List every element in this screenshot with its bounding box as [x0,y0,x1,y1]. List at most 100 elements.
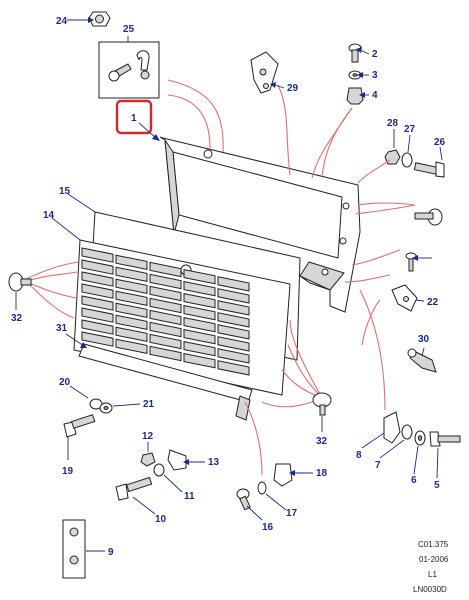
louvre-slat [81,307,114,323]
louvre-slat [81,247,114,263]
louvre-slat [217,288,250,304]
part-13-clip [167,449,187,471]
callout-32-right: 32 [316,436,328,447]
louvre-slat [149,309,182,326]
louvre-slat [183,340,216,357]
louvre-slat [81,271,114,287]
reference-code: C01.375 [418,540,449,549]
louvre-slat [149,345,182,362]
part-30-pin [407,348,437,373]
callout-29: 29 [287,83,299,94]
reference-block: C01.375 01-2006 L1 LN0030D [413,540,449,594]
callout-3: 3 [372,70,378,81]
callout-21: 21 [143,399,155,410]
callout-30: 30 [418,334,430,345]
callout-14: 14 [43,210,55,221]
part-17-washer [257,481,267,495]
red-leader-lines-grille [23,261,323,476]
louvre-slat [149,273,182,290]
louvre-slat [217,324,250,340]
callout-labels: 24 25 2 3 4 29 1 28 27 26 15 14 22 32 30… [11,16,446,558]
louvre-slat [81,259,114,275]
louvre-slat [115,302,148,319]
callout-2: 2 [372,49,378,60]
reference-date: 01-2006 [419,555,449,564]
part-1-grille-panel [159,136,361,313]
louvre-slat [81,295,114,311]
callout-24: 24 [56,16,68,27]
callout-10: 10 [155,514,167,525]
part-26-bolt [413,161,445,178]
highlight-box-part-1 [115,99,153,135]
louvre-slat [217,348,250,364]
part-9-plate [62,519,86,579]
louvre-slat [183,316,216,333]
part-4-clip-nut [346,87,364,105]
louvre-slat [183,268,216,285]
reference-id: LN0030D [413,585,447,594]
louvre-slat [183,328,216,345]
callout-4: 4 [372,90,378,101]
louvre-slat [81,319,114,335]
louvre-slat [217,336,250,352]
callout-25: 25 [123,24,135,35]
callout-5: 5 [434,480,440,491]
part-12-nut [140,452,156,467]
louvre-slat [115,278,148,295]
part-29-bracket [250,51,279,94]
louvre-slat [217,360,250,376]
callout-17: 17 [286,508,298,519]
callout-22: 22 [427,297,439,308]
louvre-slat [217,312,250,328]
louvre-slat [149,261,182,278]
grille-louvres [81,247,250,376]
part-11-washer [153,463,165,477]
callout-8: 8 [356,450,362,461]
part-7-washer [401,424,413,440]
callout-20: 20 [59,377,71,388]
callout-9: 9 [108,547,114,558]
louvre-slat [183,292,216,309]
callout-12: 12 [142,431,154,442]
callout-6: 6 [411,475,417,486]
part-6-washer [414,430,426,446]
reference-level: L1 [428,570,437,579]
louvre-slat [183,304,216,321]
louvre-slat [217,300,250,316]
rivet [405,252,417,272]
callout-15: 15 [59,186,71,197]
part-5-bolt [429,431,461,447]
louvre-slat [183,280,216,297]
louvre-slat [81,283,114,299]
callout-leaders [15,17,443,552]
callout-32-left: 32 [11,313,23,324]
part-25-lock-assembly [98,41,160,99]
part-31-lower-strip [78,343,253,421]
part-27-washer [401,152,413,168]
callout-7: 7 [375,460,381,471]
callout-27: 27 [404,124,416,135]
louvre-slat [149,321,182,338]
part-21-washer [99,402,113,414]
callout-1: 1 [131,113,137,124]
callout-11: 11 [184,491,195,502]
part-32-fastener-left [8,272,32,292]
louvre-slat [81,331,114,347]
louvre-slat [149,297,182,314]
louvre-slat [149,285,182,302]
louvre-slat [183,352,216,369]
callout-19: 19 [62,466,74,477]
louvre-slat [217,276,250,292]
push-rivet [414,208,443,226]
louvre-slat [115,326,148,343]
louvre-slat [115,266,148,283]
part-22-bracket [391,284,418,312]
part-32-fastener-right [312,392,332,416]
part-2-screw [348,43,362,63]
red-leader-lines [167,79,416,411]
callout-18: 18 [316,468,328,479]
part-8-clip [383,411,401,444]
louvre-slat [149,333,182,350]
part-18-clip [273,463,293,487]
